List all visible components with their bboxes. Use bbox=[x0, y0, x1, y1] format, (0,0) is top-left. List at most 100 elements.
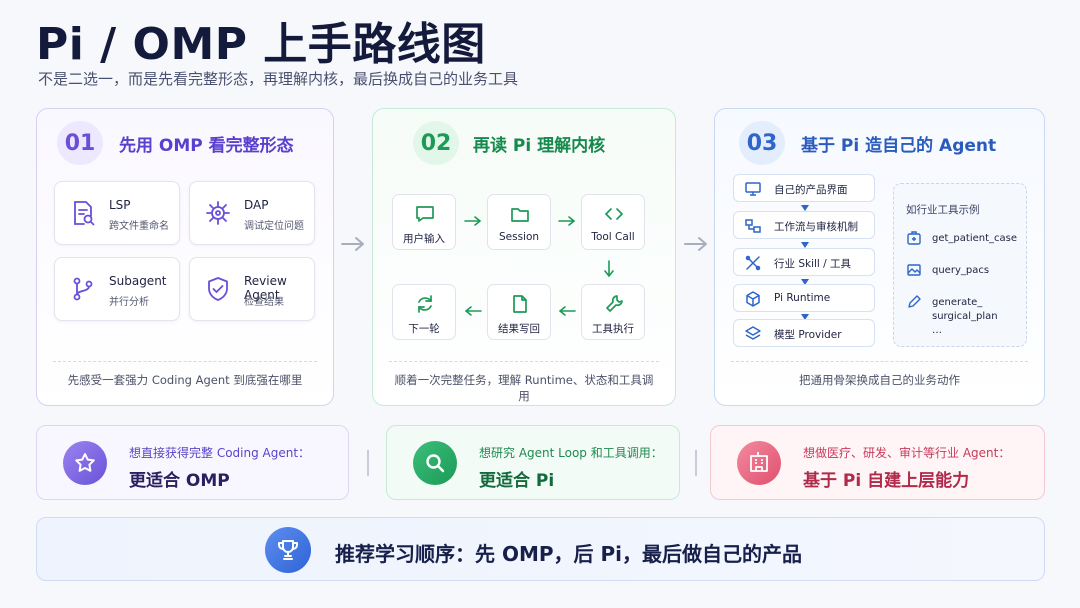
monitor-icon bbox=[745, 182, 761, 196]
layer-model-provider: 模型 Provider bbox=[733, 319, 875, 347]
card-lsp: LSP 跨文件重命名 bbox=[54, 181, 180, 245]
divider bbox=[367, 450, 369, 476]
step-label: 工具执行 bbox=[592, 323, 634, 335]
layer-industry-skill: 行业 Skill / 工具 bbox=[733, 248, 875, 276]
arrow-down-icon bbox=[801, 242, 809, 248]
tool-label: get_patient_case bbox=[932, 233, 1017, 244]
arrow-left-icon bbox=[558, 306, 576, 316]
audience-answer: 基于 Pi 自建上层能力 bbox=[803, 471, 970, 491]
card-title: LSP bbox=[109, 198, 131, 212]
banner-text: 推荐学习顺序：先 OMP，后 Pi，最后做自己的产品 bbox=[335, 542, 803, 566]
refresh-icon bbox=[418, 295, 432, 313]
arrow-down-icon bbox=[801, 314, 809, 320]
card-title: DAP bbox=[244, 198, 269, 212]
branch-icon bbox=[73, 277, 93, 301]
industry-tools-box: 如行业工具示例 get_patient_case query_pacs gene… bbox=[893, 183, 1027, 347]
layer-label: Pi Runtime bbox=[774, 292, 831, 304]
workflow-icon bbox=[745, 219, 761, 233]
step-label: 结果写回 bbox=[498, 323, 540, 335]
arrow-right-icon bbox=[341, 237, 364, 251]
arrow-right-icon bbox=[684, 237, 707, 251]
wrench-icon bbox=[606, 295, 623, 312]
step-session: Session bbox=[487, 194, 551, 250]
panel-footer: 顺着一次完整任务，理解 Runtime、状态和工具调用 bbox=[389, 361, 659, 404]
panel-omp: 01 先用 OMP 看完整形态 LSP 跨文件重命名 DAP 调试定位问题 Su… bbox=[36, 108, 334, 406]
panel-build-agent: 03 基于 Pi 造自己的 Agent 自己的产品界面 工作流与审核机制 行业 … bbox=[714, 108, 1045, 406]
layer-workflow: 工作流与审核机制 bbox=[733, 211, 875, 239]
message-icon bbox=[416, 206, 434, 222]
divider bbox=[695, 450, 697, 476]
audience-answer: 更适合 Pi bbox=[479, 471, 555, 491]
page-subtitle: 不是二选一，而是先看完整形态，再理解内核，最后换成自己的业务工具 bbox=[38, 70, 519, 88]
folder-icon bbox=[511, 208, 529, 222]
layer-product-ui: 自己的产品界面 bbox=[733, 174, 875, 202]
arrow-down-icon bbox=[801, 279, 809, 285]
star-icon bbox=[63, 441, 107, 485]
panel-number: 01 bbox=[57, 121, 103, 165]
shield-check-icon bbox=[208, 277, 228, 301]
step-next-round: 下一轮 bbox=[392, 284, 456, 340]
step-label: Tool Call bbox=[591, 231, 635, 243]
audience-answer: 更适合 OMP bbox=[129, 471, 230, 491]
trophy-icon bbox=[265, 527, 311, 573]
cube-icon bbox=[746, 291, 760, 307]
toolbox-title: 如行业工具示例 bbox=[906, 204, 980, 216]
layer-label: 工作流与审核机制 bbox=[774, 221, 858, 233]
audience-question: 想直接获得完整 Coding Agent： bbox=[129, 446, 311, 460]
layer-label: 模型 Provider bbox=[774, 329, 842, 341]
step-tool-exec: 工具执行 bbox=[581, 284, 645, 340]
panel-number: 03 bbox=[739, 121, 785, 165]
document-search-icon bbox=[74, 201, 95, 226]
tool-label: query_pacs bbox=[932, 265, 990, 276]
layers-icon bbox=[745, 326, 761, 340]
panel-title: 再读 Pi 理解内核 bbox=[473, 136, 606, 156]
arrow-down-icon bbox=[801, 205, 809, 211]
tools-icon bbox=[745, 255, 761, 271]
layer-label: 行业 Skill / 工具 bbox=[774, 258, 852, 270]
card-title: Review Agent bbox=[244, 274, 287, 302]
search-icon bbox=[413, 441, 457, 485]
card-title: Subagent bbox=[109, 274, 167, 288]
audience-question: 想研究 Agent Loop 和工具调用： bbox=[479, 446, 663, 460]
tool-more: … bbox=[932, 325, 942, 336]
card-dap: DAP 调试定位问题 bbox=[189, 181, 315, 245]
file-icon bbox=[513, 295, 527, 313]
card-review-agent: Review Agent 检查结果 bbox=[189, 257, 315, 321]
recommendation-banner: 推荐学习顺序：先 OMP，后 Pi，最后做自己的产品 bbox=[36, 517, 1045, 581]
pen-icon bbox=[908, 295, 921, 308]
card-subagent: Subagent 并行分析 bbox=[54, 257, 180, 321]
arrow-left-icon bbox=[464, 306, 482, 316]
arrow-down-icon bbox=[604, 260, 614, 278]
panel-title: 先用 OMP 看完整形态 bbox=[119, 136, 294, 156]
step-label: Session bbox=[498, 231, 540, 243]
card-desc: 调试定位问题 bbox=[244, 221, 304, 232]
building-icon bbox=[737, 441, 781, 485]
audience-card-industry: 想做医疗、研发、审计等行业 Agent： 基于 Pi 自建上层能力 bbox=[710, 425, 1045, 500]
card-desc: 跨文件重命名 bbox=[109, 221, 169, 232]
step-tool-call: Tool Call bbox=[581, 194, 645, 250]
tool-label: generate_ bbox=[932, 297, 983, 308]
code-icon bbox=[604, 208, 624, 220]
card-desc: 检查结果 bbox=[244, 297, 284, 308]
step-user-input: 用户输入 bbox=[392, 194, 456, 250]
layer-label: 自己的产品界面 bbox=[774, 184, 848, 196]
panel-footer: 把通用骨架换成自己的业务动作 bbox=[731, 361, 1028, 388]
bug-gear-icon bbox=[206, 201, 230, 225]
arrow-right-icon bbox=[464, 216, 482, 226]
page-title: Pi / OMP 上手路线图 bbox=[36, 19, 486, 70]
panel-pi: 02 再读 Pi 理解内核 用户输入 Session Tool Call 工具执… bbox=[372, 108, 676, 406]
tool-label-cont: surgical_plan bbox=[932, 311, 998, 322]
image-icon bbox=[907, 264, 921, 276]
audience-card-omp: 想直接获得完整 Coding Agent： 更适合 OMP bbox=[36, 425, 349, 500]
audience-question: 想做医疗、研发、审计等行业 Agent： bbox=[803, 446, 1011, 460]
step-label: 下一轮 bbox=[408, 323, 440, 335]
medkit-icon bbox=[907, 231, 921, 245]
layer-pi-runtime: Pi Runtime bbox=[733, 284, 875, 312]
panel-title: 基于 Pi 造自己的 Agent bbox=[801, 136, 997, 156]
arrow-right-icon bbox=[558, 216, 576, 226]
step-label: 用户输入 bbox=[403, 233, 445, 245]
panel-footer: 先感受一套强力 Coding Agent 到底强在哪里 bbox=[53, 361, 317, 388]
audience-card-pi: 想研究 Agent Loop 和工具调用： 更适合 Pi bbox=[386, 425, 680, 500]
card-desc: 并行分析 bbox=[109, 297, 149, 308]
step-write-back: 结果写回 bbox=[487, 284, 551, 340]
